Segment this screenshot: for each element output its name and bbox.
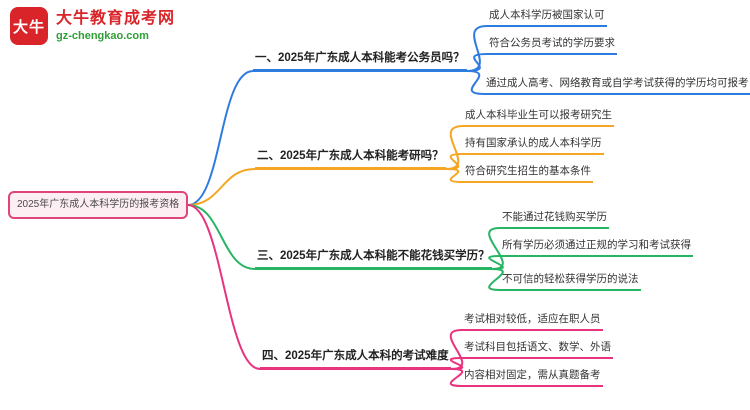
daniu-logo-icon: 大牛 xyxy=(10,7,48,45)
site-url: gz-chengkao.com xyxy=(56,30,149,42)
leaf-topic-3-1: 不能通过花钱购买学历 xyxy=(500,211,609,229)
site-logo: 大牛 大牛教育成考网 gz-chengkao.com xyxy=(10,7,175,45)
logo-icon-text: 大牛 xyxy=(12,18,45,36)
leaf-topic-1-2: 符合公务员考试的学历要求 xyxy=(487,37,617,55)
leaf-topic-1-1: 成人本科学历被国家认可 xyxy=(487,9,607,27)
branch-topic-1: 一、2025年广东成人本科能考公务员吗？ xyxy=(253,51,467,72)
leaf-topic-3-2: 所有学历必须通过正规的学习和考试获得 xyxy=(500,239,693,257)
branch-topic-3: 三、2025年广东成人本科能不能花钱买学历？ xyxy=(255,249,492,270)
logo-text: 大牛教育成考网 gz-chengkao.com xyxy=(56,9,175,43)
leaf-topic-4-2: 考试科目包括语文、数学、外语 xyxy=(462,341,613,359)
site-name: 大牛教育成考网 xyxy=(56,10,176,27)
leaf-topic-4-3: 内容相对固定，需从真题备考 xyxy=(462,369,603,387)
leaf-topic-3-3: 不可信的轻松获得学历的说法 xyxy=(500,273,641,291)
leaf-topic-2-2: 持有国家承认的成人本科学历 xyxy=(463,137,604,155)
leaf-topic-4-1: 考试相对较低，适应在职人员 xyxy=(462,313,603,331)
leaf-topic-2-1: 成人本科毕业生可以报考研究生 xyxy=(463,109,614,127)
branch-topic-4: 四、2025年广东成人本科的考试难度 xyxy=(260,349,451,370)
branch-topic-2: 二、2025年广东成人本科能考研吗？ xyxy=(255,149,446,170)
leaf-topic-2-3: 符合研究生招生的基本条件 xyxy=(463,165,593,183)
leaf-topic-1-3: 通过成人高考、网络教育或自学考试获得的学历均可报考 xyxy=(484,77,750,95)
root-topic: 2025年广东成人本科学历的报考资格 xyxy=(8,191,189,219)
